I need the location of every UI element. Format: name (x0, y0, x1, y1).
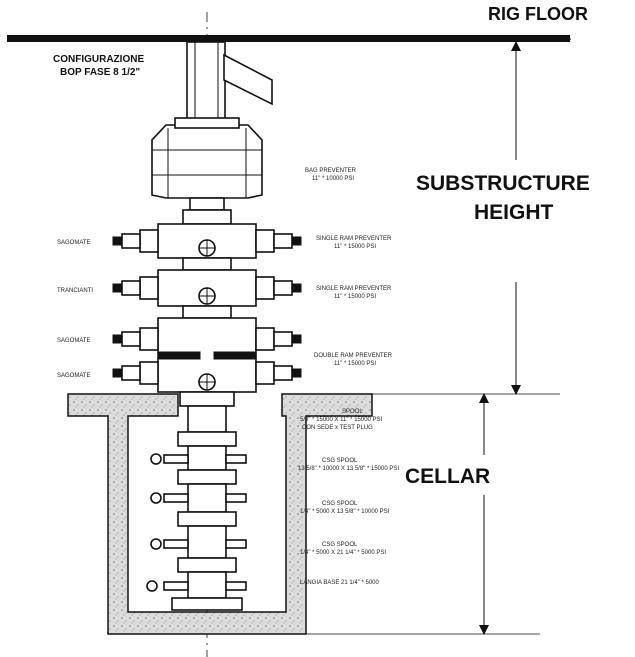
casing-spool-1-label: CSG SPOOL (322, 458, 358, 464)
left-label-sagomate-1: SAGOMATE (57, 240, 91, 246)
casing-spool-3-label: CSG SPOOL (322, 542, 358, 548)
base-flange-label: LANGIA BASE 21 1/4" * 5000 (300, 580, 380, 586)
left-label-sagomate-3: SAGOMATE (57, 373, 91, 379)
casing-spool-2 (150, 483, 247, 527)
drilling-spool (177, 391, 237, 447)
bag-preventer (151, 117, 263, 211)
single-ram-1-label: SINGLE RAM PREVENTER (316, 236, 392, 242)
drilling-spool-note: CON SEDE x TEST PLUG (302, 425, 373, 431)
casing-spool-2-label: CSG SPOOL (322, 501, 358, 507)
casing-spool-1 (150, 445, 247, 485)
casing-spool-3-rating: 1/4" * 5000 X 21 1/4" * 5000 PSI (300, 550, 386, 556)
single-ram-preventer-1 (112, 223, 302, 259)
cellar-structure (67, 393, 373, 635)
single-ram-preventer-2 (112, 269, 302, 307)
substructure-height-label-line1: SUBSTRUCTURE (416, 172, 590, 195)
substructure-height-label-line2: HEIGHT (474, 201, 554, 224)
bag-preventer-rating: 11" * 10000 PSI (312, 176, 354, 182)
single-ram-2-rating: 11" * 15000 PSI (334, 294, 376, 300)
left-label-sagomate-2: SAGOMATE (57, 338, 91, 344)
flow-line (223, 53, 273, 106)
configuration-title-line1: CONFIGURAZIONE (53, 54, 144, 65)
spacer-spool-2 (182, 305, 232, 319)
single-ram-1-rating: 11" * 15000 PSI (334, 244, 376, 250)
adapter-spool (182, 209, 232, 225)
double-ram-rating: 11" * 15000 PSI (334, 361, 376, 367)
casing-spool-1-rating: 13 5/8" * 10000 X 13 5/8" * 15000 PSI (298, 466, 399, 472)
double-ram-preventer (112, 317, 302, 393)
double-ram-label: DOUBLE RAM PREVENTER (314, 353, 393, 359)
configuration-title-line2: BOP FASE 8 1/2" (60, 67, 140, 78)
single-ram-2-label: SINGLE RAM PREVENTER (316, 286, 392, 292)
rig-floor-label: RIG FLOOR (488, 4, 588, 24)
bag-preventer-label: BAG PREVENTER (305, 168, 357, 174)
rig-floor-beam (7, 35, 570, 42)
left-label-trancianti: TRANCIANTI (57, 288, 93, 294)
base-flange (146, 571, 247, 611)
drilling-spool-label: SPOOL (342, 409, 363, 415)
drilling-spool-rating: 5/8" * 15000 X 11" * 15000 PSI (300, 417, 383, 423)
riser-pipe (186, 41, 226, 121)
casing-spool-2-rating: 1/4" * 5000 X 13 5/8" * 10000 PSI (300, 509, 390, 515)
cellar-label: CELLAR (405, 465, 490, 488)
casing-spool-3 (150, 525, 247, 573)
spacer-spool-1 (182, 257, 232, 271)
